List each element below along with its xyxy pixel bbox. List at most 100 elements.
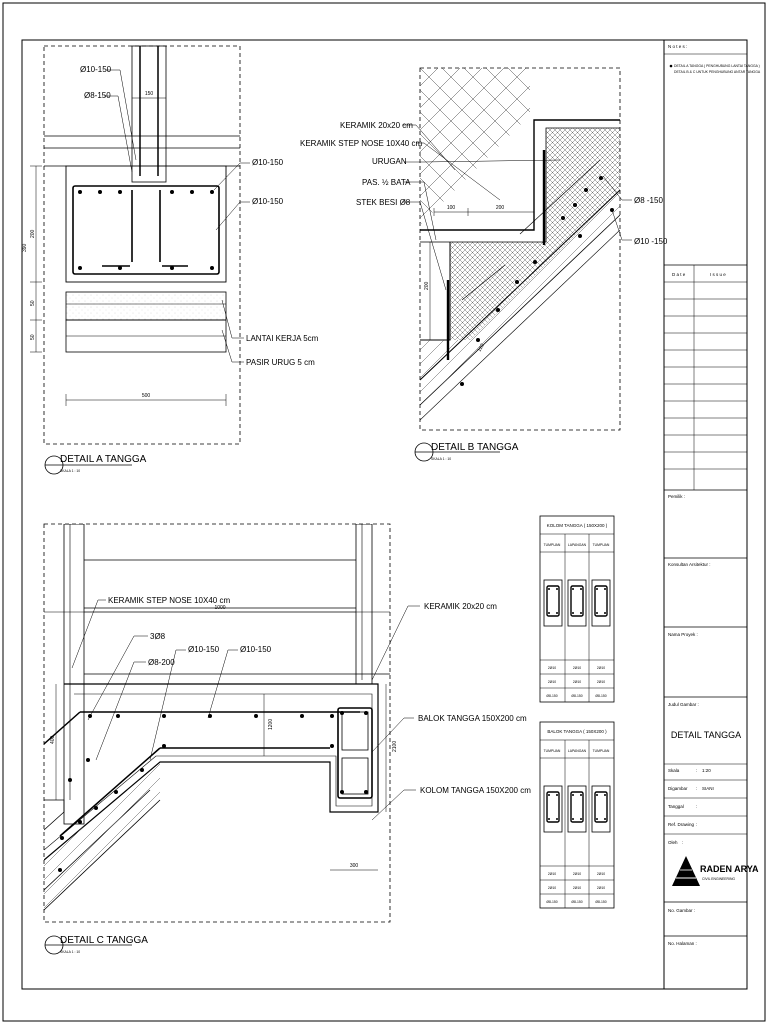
label-a-d10-right2: Ø10-150 (252, 197, 284, 206)
detail-a-scale: SKALA 1 : 10 (60, 469, 80, 473)
dim-b-100: 100 (447, 205, 456, 211)
balok-col-1: TUMPUAN (544, 749, 561, 753)
kolom-col-1: TUMPUAN (544, 543, 561, 547)
kolom-cell: 2Ø10 (573, 680, 581, 684)
label-c-kolom: KOLOM TANGGA 150X200 cm (420, 786, 531, 795)
dim-a-150: 150 (145, 91, 154, 97)
label-c-d8-200: Ø8-200 (148, 658, 175, 667)
dim-b-200: 200 (496, 205, 505, 211)
ref-label: Ref. Drawing (668, 822, 695, 827)
digambar-label: Digambar (668, 786, 688, 791)
dim-c-1000: 1000 (214, 605, 225, 611)
balok-cell: 2Ø10 (597, 886, 605, 890)
balok-col-3: TUMPUAN (593, 749, 610, 753)
pemilik-label: Pemilik : (668, 494, 685, 499)
detail-a: 150 390 200 50 50 500 Ø10-150 Ø8-150 Ø10… (22, 45, 319, 475)
colon: : (682, 840, 683, 845)
judul-label: Judul Gambar : (668, 702, 699, 707)
label-a-pasir-urug: PASIR URUG 5 cm (246, 358, 315, 367)
detail-c-title: DETAIL C TANGGA (60, 935, 148, 946)
detail-c-scale: SKALA 1 : 10 (60, 950, 80, 954)
no-halaman-label: No. Halaman : (668, 941, 697, 946)
kolom-table-title: KOLOM TANGGA ( 150X200 ) (547, 523, 608, 528)
kolom-table: KOLOM TANGGA ( 150X200 ) TUMPUAN LAPANGA… (539, 515, 615, 703)
dim-b-120: 120 (477, 343, 486, 353)
judul-value: DETAIL TANGGA (671, 730, 741, 740)
note-line-1: DETAIL A TANGGA ( PENGHUBUNG LANTAI TANG… (674, 64, 760, 68)
title-block: N o t e s : DETAIL A TANGGA ( PENGHUBUNG… (663, 40, 761, 989)
label-c-keramik: KERAMIK 20x20 cm (424, 602, 497, 611)
note-line-2: DETAIL B & C UNTUK PENGHUBUNG ANTAR TANG… (674, 70, 761, 74)
rev-issue-header: I s s u e (710, 272, 726, 277)
label-c-3d8: 3Ø8 (150, 632, 166, 641)
colon: : (696, 822, 697, 827)
label-b-stek: STEK BESI Ø8 (356, 198, 411, 207)
balok-col-2: LAPANGAN (568, 749, 587, 753)
label-a-d10-top: Ø10-150 (80, 65, 112, 74)
balok-cell: Ø8-150 (595, 900, 606, 904)
dim-a-200: 200 (30, 229, 36, 238)
dim-a-500: 500 (142, 393, 151, 399)
label-b-keramik: KERAMIK 20x20 cm (340, 121, 413, 130)
balok-cell: 2Ø10 (597, 872, 605, 876)
dim-a-50b: 50 (30, 334, 36, 340)
kolom-cell: 2Ø10 (548, 666, 556, 670)
detail-b: 100 200 200 120 KERAMIK 20x20 cm KERAMIK… (300, 67, 668, 462)
label-c-stepnose: KERAMIK STEP NOSE 10X40 cm (108, 596, 230, 605)
no-gambar-label: No. Gambar : (668, 908, 695, 913)
kolom-cell: 2Ø10 (573, 666, 581, 670)
label-c-balok: BALOK TANGGA 150X200 cm (418, 714, 527, 723)
dim-b-200v: 200 (424, 281, 430, 290)
digambar-value: SIANI (702, 786, 714, 791)
dim-c-2100: 2100 (392, 741, 398, 752)
proyek-label: Nama Proyek : (668, 632, 698, 637)
kolom-cell: Ø8-150 (595, 694, 606, 698)
label-b-urugan: URUGAN (372, 157, 407, 166)
kolom-cell: Ø8-150 (571, 694, 582, 698)
label-a-d8: Ø8-150 (84, 91, 111, 100)
kolom-col-3: TUMPUAN (593, 543, 610, 547)
kolom-col-2: LAPANGAN (568, 543, 587, 547)
label-a-lantai-kerja: LANTAI KERJA 5cm (246, 334, 319, 343)
oleh-label: Oleh (668, 840, 678, 845)
kolom-cell: 2Ø10 (548, 680, 556, 684)
rev-date-header: D a t e (672, 272, 686, 277)
colon: : (696, 768, 697, 773)
balok-cell: 2Ø10 (573, 872, 581, 876)
detail-c-boundary (43, 523, 391, 923)
company-sub: CIVIL ENGINEERING (702, 877, 735, 881)
kolom-cell: 2Ø10 (597, 680, 605, 684)
balok-cell: 2Ø10 (548, 872, 556, 876)
balok-cell: 2Ø10 (573, 886, 581, 890)
kolom-cell: 2Ø10 (597, 666, 605, 670)
detail-b-scale: SKALA 1 : 10 (431, 457, 451, 461)
dim-a-50a: 50 (30, 300, 36, 306)
balok-cell: Ø8-150 (546, 900, 557, 904)
label-c-d10b: Ø10-150 (240, 645, 272, 654)
detail-a-title: DETAIL A TANGGA (60, 454, 147, 465)
dim-c-400: 400 (50, 735, 56, 744)
dim-c-1200: 1200 (268, 719, 274, 730)
kolom-cell: Ø8-150 (546, 694, 557, 698)
konsultan-label: Konsultan Arsitektur : (668, 562, 711, 567)
label-c-d10a: Ø10-150 (188, 645, 220, 654)
label-a-d10-right1: Ø10-150 (252, 158, 284, 167)
detail-c: 1000 400 1200 2100 300 KERAMIK STEP NOSE… (43, 523, 531, 955)
colon: : (696, 786, 697, 791)
dim-a-390: 390 (22, 243, 28, 252)
label-b-d10: Ø10 -150 (634, 237, 668, 246)
frame-border (21, 39, 748, 990)
colon: : (696, 804, 697, 809)
balok-cell: 2Ø10 (548, 886, 556, 890)
skala-value: 1:20 (702, 768, 711, 773)
notes-header: N o t e s : (668, 44, 687, 49)
label-b-pas-bata: PAS. ½ BATA (362, 178, 411, 187)
dim-c-300: 300 (350, 863, 359, 869)
skala-label: Skala (668, 768, 680, 773)
balok-table-title: BALOK TANGGA ( 150X200 ) (547, 729, 607, 734)
label-b-stepnose: KERAMIK STEP NOSE 10X40 cm (300, 139, 422, 148)
balok-table: BALOK TANGGA ( 150X200 ) TUMPUAN LAPANGA… (539, 721, 615, 909)
company-name: RADEN ARYA (700, 864, 759, 874)
